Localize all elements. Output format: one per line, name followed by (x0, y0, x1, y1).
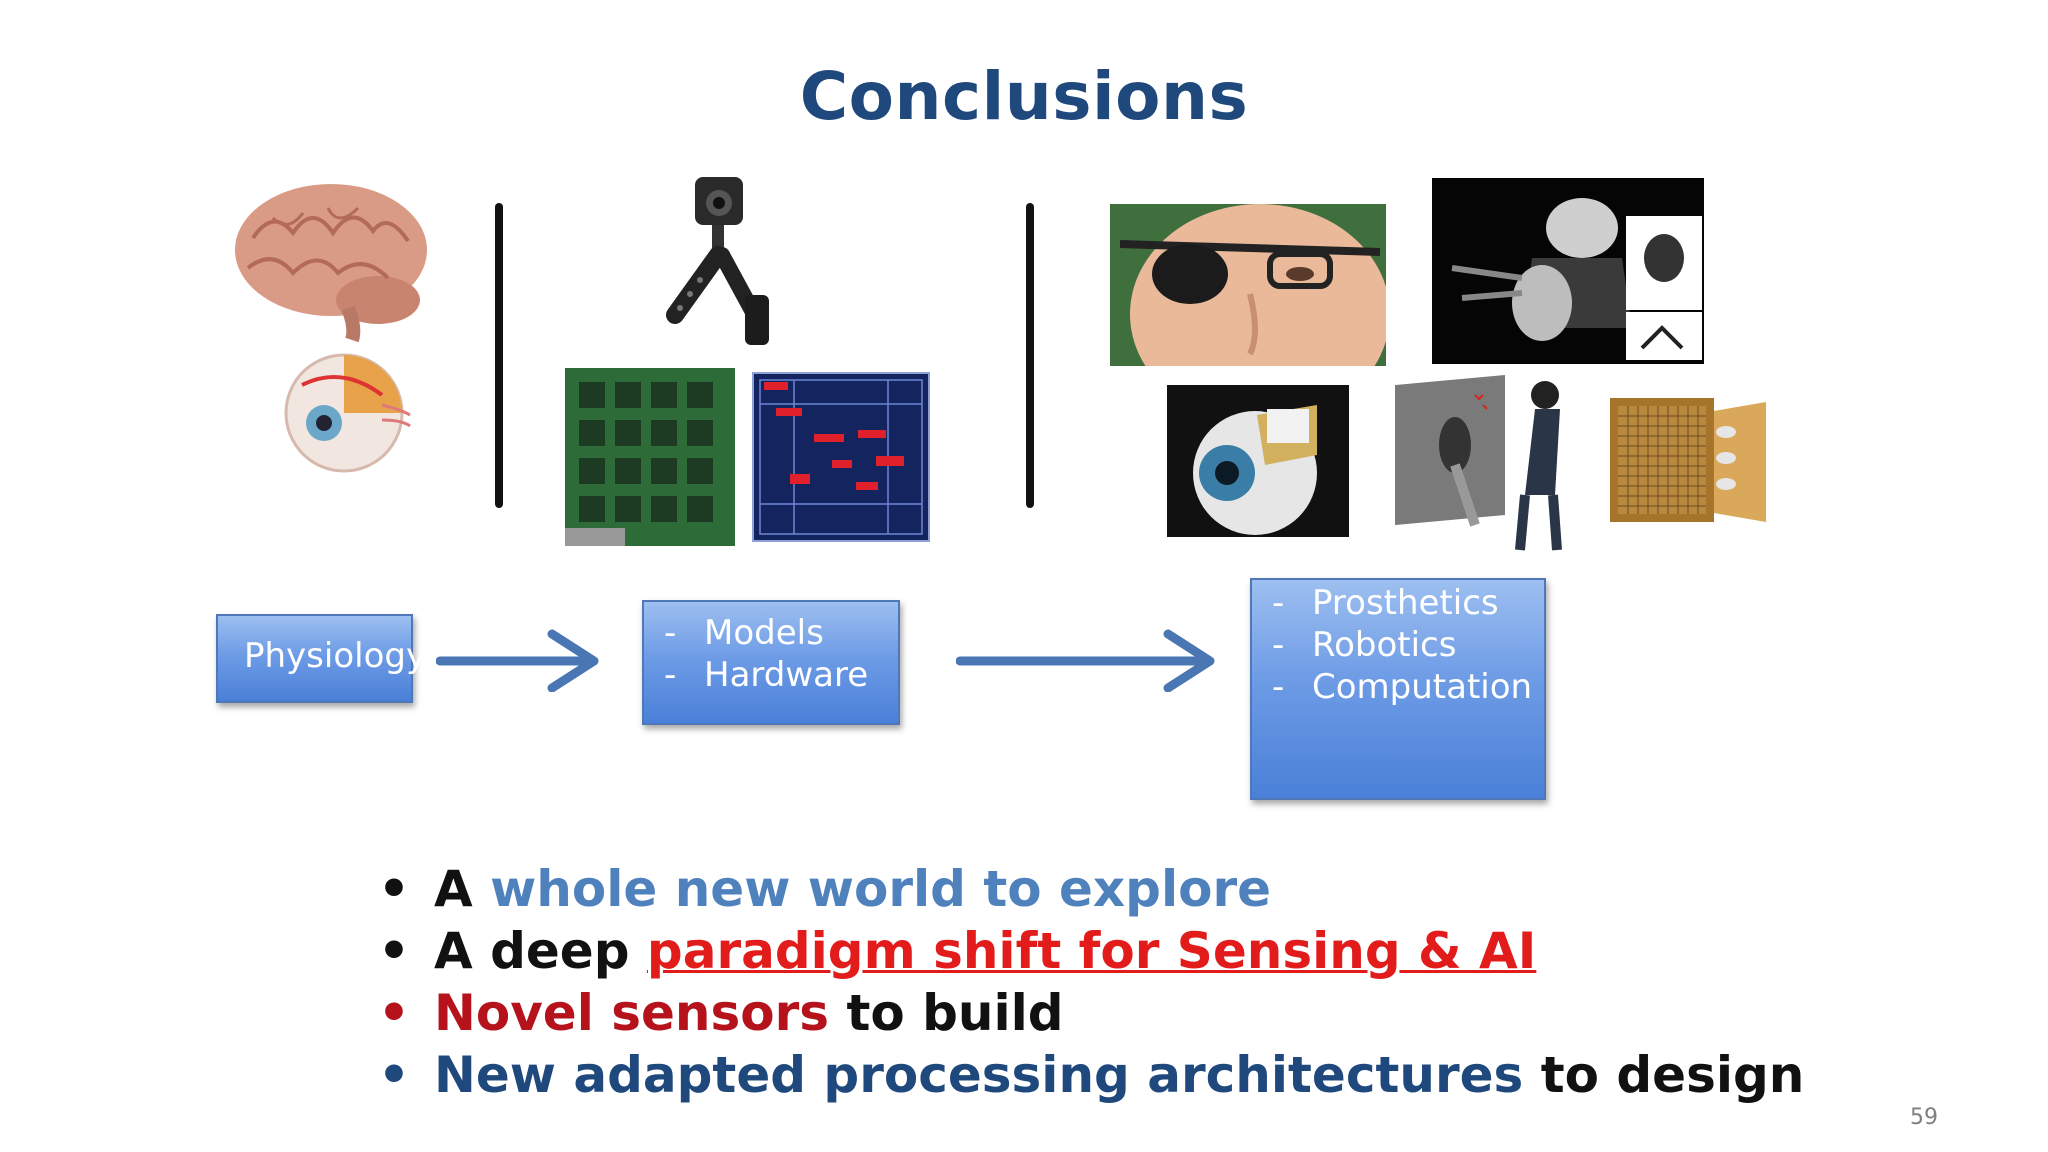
bullet-dot: • (378, 860, 410, 918)
list-item: Models (644, 612, 898, 654)
brain-image (228, 178, 434, 343)
bullet-item: • A whole new world to explore (378, 858, 1804, 920)
bullet-item: • New adapted processing architectures t… (378, 1044, 1804, 1106)
bullet-text-highlight: paradigm shift for Sensing & AI (646, 922, 1537, 980)
bullet-text-highlight: whole new world to explore (490, 860, 1272, 918)
bullet-dot: • (378, 922, 410, 980)
physiology-box: Physiology (216, 614, 426, 703)
chip-layout-image (752, 372, 930, 542)
eye-anatomy-image (282, 345, 412, 480)
page-number: 59 (1910, 1105, 1938, 1130)
arrow-1 (436, 628, 604, 692)
humanoid-robot-image (1432, 178, 1704, 364)
bullet-dot: • (378, 984, 410, 1042)
bionic-eye-implant-image (1167, 385, 1349, 537)
bullet-text: to build (829, 984, 1064, 1042)
bullet-dot: • (378, 1046, 410, 1104)
retinal-prosthesis-glasses-image (1110, 204, 1386, 366)
bullet-text-highlight: Novel sensors (434, 984, 830, 1042)
divider-right (1026, 203, 1034, 508)
applications-box: Prosthetics Robotics Computation (1250, 578, 1546, 800)
circuit-board-image (565, 368, 735, 546)
bullet-item: • Novel sensors to build (378, 982, 1804, 1044)
list-item: Hardware (644, 654, 898, 696)
bullet-text: to design (1523, 1046, 1805, 1104)
applications-list: Prosthetics Robotics Computation (1252, 582, 1544, 708)
microelectrode-array-image (1608, 392, 1766, 534)
models-hardware-list: Models Hardware (644, 612, 898, 696)
arrow-2 (956, 628, 1220, 692)
bullet-text-highlight: New adapted processing architectures (434, 1046, 1524, 1104)
list-item: Prosthetics (1252, 582, 1544, 624)
camera-on-mount-image (650, 175, 790, 355)
bullet-text: A deep (434, 922, 647, 980)
slide-title: Conclusions (799, 58, 1249, 135)
list-item: Robotics (1252, 624, 1544, 666)
divider-left (495, 203, 503, 508)
bullet-item: • A deep paradigm shift for Sensing & AI (378, 920, 1804, 982)
physiology-label: Physiology (244, 636, 427, 676)
bullet-text: A (434, 860, 491, 918)
list-item: Computation (1252, 666, 1544, 708)
models-hardware-box: Models Hardware (642, 600, 900, 725)
conclusion-bullets: • A whole new world to explore • A deep … (378, 858, 1804, 1106)
brain-machine-interface-image (1395, 375, 1585, 555)
